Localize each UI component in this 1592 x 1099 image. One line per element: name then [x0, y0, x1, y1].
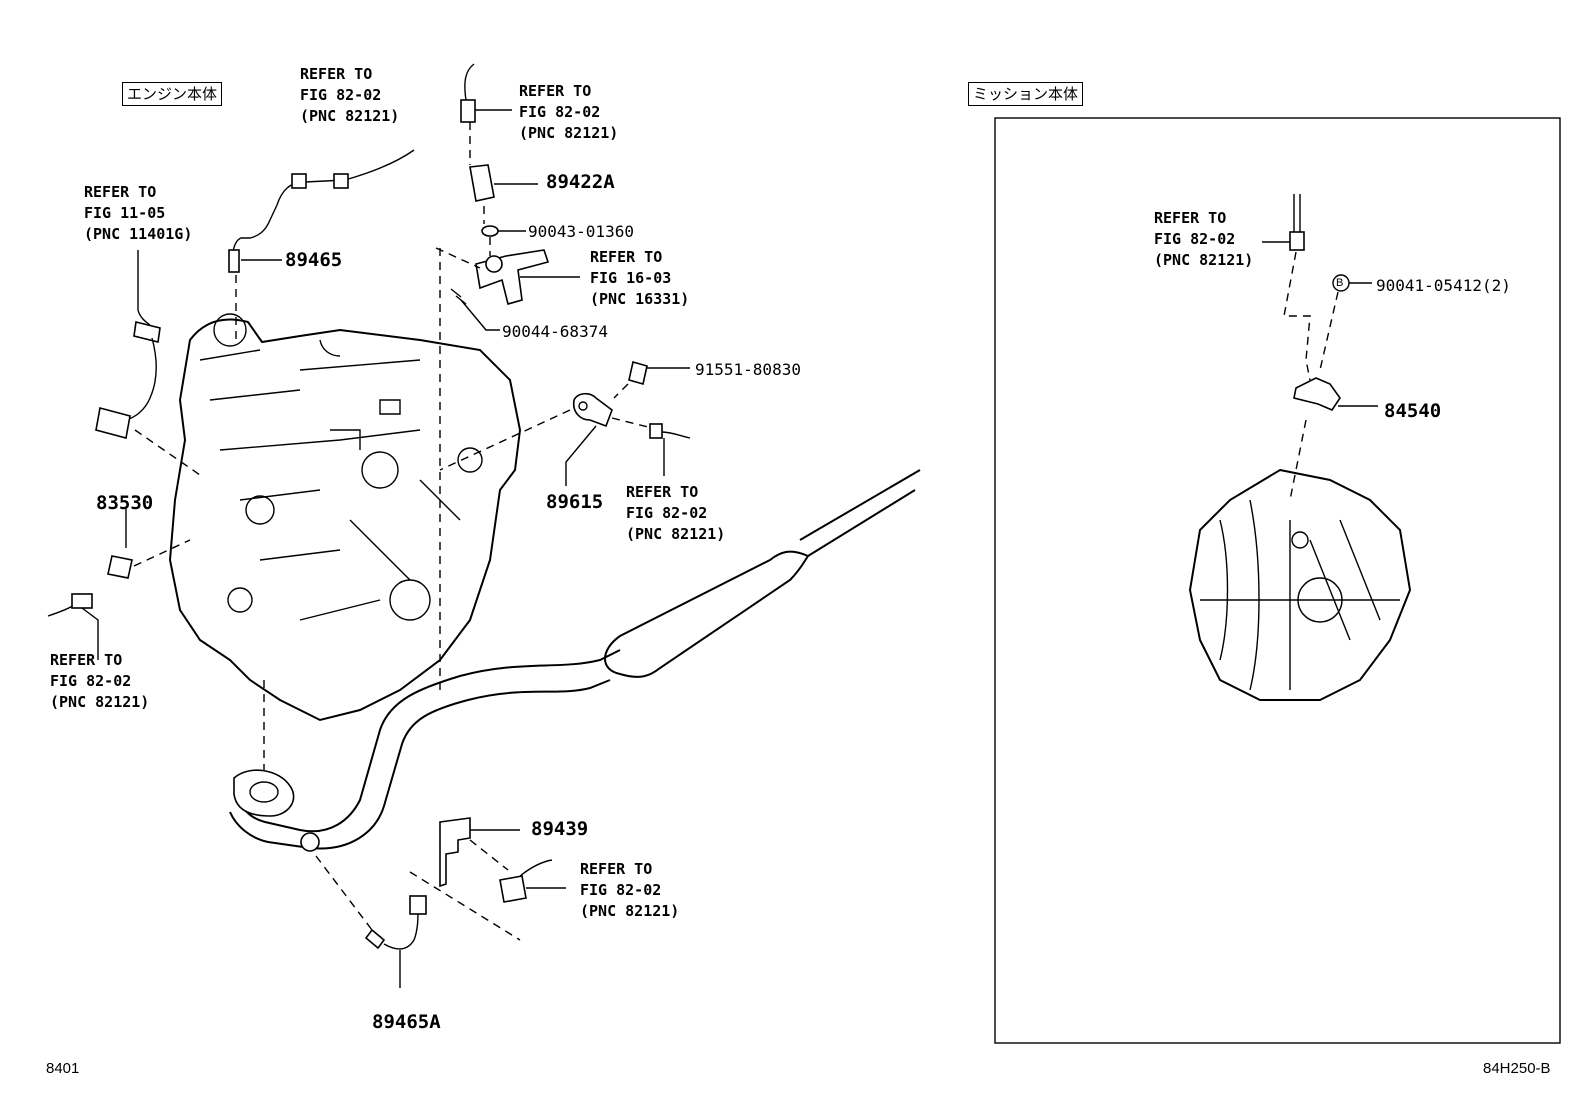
ref-line: REFER TO — [590, 248, 663, 266]
part-number-90044-68374: 90044-68374 — [502, 322, 608, 341]
connector-89439 — [499, 875, 527, 903]
ref-line: (PNC 82121) — [300, 107, 400, 125]
bolt-91551 — [628, 360, 648, 386]
ref-line: (PNC 82121) — [50, 693, 150, 711]
connector-89422 — [460, 99, 476, 123]
ref-line: FIG 16-03 — [590, 269, 672, 287]
sensor-89615 — [572, 392, 613, 428]
lead-ref3 — [137, 250, 151, 326]
engine-block — [168, 318, 522, 722]
ref-block-6: REFER TO FIG 82-02 (PNC 82121) — [50, 650, 149, 713]
cable-84540 — [1293, 194, 1301, 234]
part-number-84540: 84540 — [1384, 400, 1442, 422]
part-number-89422A: 89422A — [546, 171, 615, 193]
ref-line: FIG 82-02 — [50, 672, 132, 690]
sensor-89465 — [228, 249, 240, 273]
exhaust-pipe-upper — [239, 649, 621, 833]
part-number-89615: 89615 — [546, 491, 604, 513]
ref-block-5: REFER TO FIG 82-02 (PNC 82121) — [626, 482, 725, 545]
ref-block-3: REFER TO FIG 11-05 (PNC 11401G) — [84, 182, 192, 245]
muffler — [604, 550, 809, 678]
ref-block-1: REFER TO FIG 82-02 (PNC 82121) — [300, 64, 399, 127]
footer-left-code: 8401 — [46, 1060, 80, 1077]
bung — [300, 832, 320, 852]
ref-line: (PNC 82121) — [1154, 251, 1254, 269]
ref-line: (PNC 11401G) — [84, 225, 193, 243]
flange — [233, 769, 295, 817]
ref-line: REFER TO — [626, 483, 699, 501]
connector-crank — [133, 321, 161, 343]
ref-line: REFER TO — [50, 651, 123, 669]
ref-line: FIG 82-02 — [300, 86, 382, 104]
ref-line: REFER TO — [84, 183, 157, 201]
harness-89465 — [232, 149, 415, 253]
ref-block-4: REFER TO FIG 16-03 (PNC 16331) — [590, 247, 689, 310]
transmission-housing — [1188, 468, 1412, 701]
footer-right-code: 84H250-B — [1483, 1060, 1551, 1077]
ref-line: (PNC 16331) — [590, 290, 690, 308]
transmission-frame — [994, 117, 1561, 1044]
ref-line: FIG 82-02 — [519, 103, 601, 121]
ref-line: REFER TO — [519, 82, 592, 100]
ref-line: (PNC 82121) — [626, 525, 726, 543]
part-number-90043-01360: 90043-01360 — [528, 222, 634, 241]
ref-line: REFER TO — [300, 65, 373, 83]
part-number-89465A: 89465A — [372, 1011, 441, 1033]
clip-90044 — [450, 288, 467, 305]
sensor-89465A — [364, 928, 386, 950]
ref-line: (PNC 82121) — [580, 902, 680, 920]
part-number-83530: 83530 — [96, 492, 154, 514]
ref-line: FIG 11-05 — [84, 204, 166, 222]
ref-block-8: REFER TO FIG 82-02 (PNC 82121) — [1154, 208, 1253, 271]
part-number-89465: 89465 — [285, 249, 343, 271]
ref-block-7: REFER TO FIG 82-02 (PNC 82121) — [580, 859, 679, 922]
switch-83530 — [107, 555, 133, 579]
ref-line: FIG 82-02 — [1154, 230, 1236, 248]
ref-line: REFER TO — [1154, 209, 1227, 227]
circle-b-letter: B — [1336, 277, 1344, 289]
ref-line: FIG 82-02 — [626, 504, 708, 522]
engine-section-title: エンジン本体 — [122, 82, 223, 106]
exhaust-pipe-lower — [229, 679, 611, 850]
transmission-section-title: ミッション本体 — [968, 82, 1084, 106]
part-number-90041-05412: 90041-05412(2) — [1376, 276, 1511, 295]
bracket-89439 — [439, 817, 471, 888]
sensor-crank — [95, 407, 131, 439]
ref-line: (PNC 82121) — [519, 124, 619, 142]
connector-89465-b — [333, 173, 349, 189]
connector-89465-a — [291, 173, 307, 189]
ref-line: FIG 82-02 — [580, 881, 662, 899]
ref-line: REFER TO — [580, 860, 653, 878]
gasket-90043 — [481, 225, 499, 237]
cable-89422 — [464, 63, 475, 101]
harness-crank — [124, 337, 157, 421]
ref-block-2: REFER TO FIG 82-02 (PNC 82121) — [519, 81, 618, 144]
sensor-84540 — [1293, 377, 1341, 411]
part-number-89439: 89439 — [531, 818, 589, 840]
sender-89422A — [469, 164, 495, 202]
part-number-91551-80830: 91551-80830 — [695, 360, 801, 379]
